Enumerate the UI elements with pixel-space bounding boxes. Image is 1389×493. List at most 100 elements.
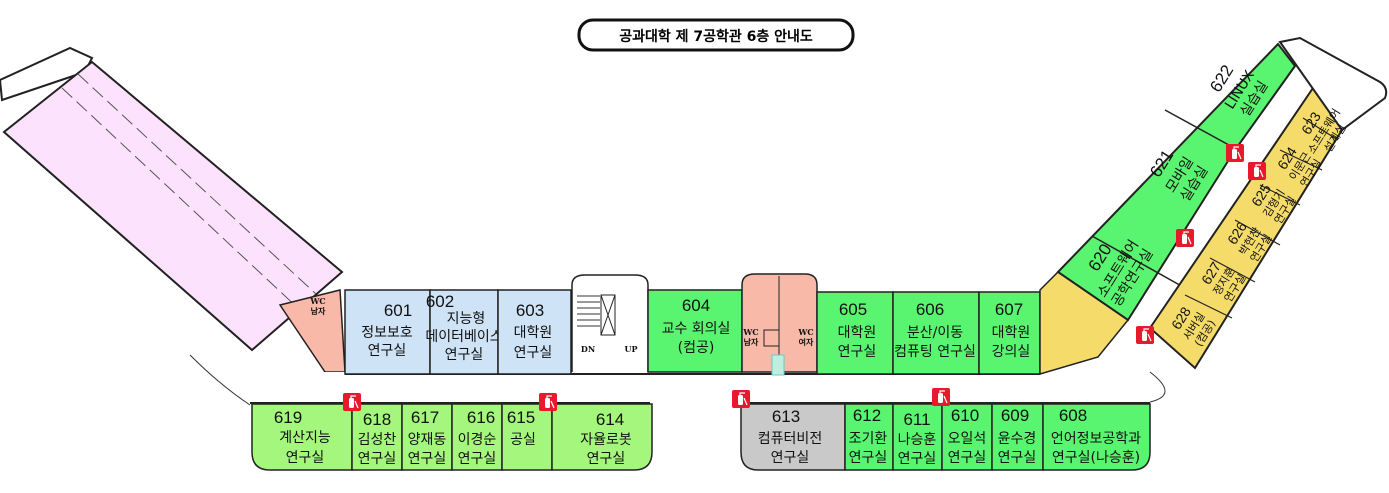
svg-text:617: 617: [411, 408, 439, 427]
svg-text:615: 615: [507, 408, 535, 427]
svg-text:601: 601: [384, 301, 412, 320]
svg-text:남자: 남자: [311, 306, 326, 316]
svg-text:남자: 남자: [744, 337, 759, 347]
fire-extinguisher-icon: [932, 388, 950, 406]
svg-text:연구실: 연구실: [445, 347, 484, 363]
svg-text:컴퓨팅 연구실: 컴퓨팅 연구실: [894, 344, 976, 360]
svg-text:606: 606: [916, 300, 944, 319]
room-608: 608 언어정보공학과 연구실(나승훈): [1042, 403, 1151, 471]
svg-text:연구실: 연구실: [898, 451, 937, 467]
svg-text:604: 604: [682, 296, 710, 315]
left-wing-hall: [2, 60, 344, 352]
svg-text:분산/이동: 분산/이동: [907, 325, 963, 341]
svg-text:강의실: 강의실: [992, 344, 1031, 360]
fire-extinguisher-icon: [732, 390, 750, 408]
stairwell: DN UP: [571, 274, 649, 372]
room-601: 601 정보보호 연구실: [344, 289, 431, 375]
yellow-lobby: [1039, 271, 1130, 376]
svg-text:계산지능: 계산지능: [279, 430, 331, 446]
svg-text:연구실: 연구실: [998, 450, 1037, 466]
svg-text:오일석: 오일석: [948, 431, 987, 447]
svg-text:연구실: 연구실: [458, 451, 497, 467]
room-614: 614 자율로봇 연구실: [551, 403, 653, 471]
room-616: 616 이경순 연구실: [451, 403, 503, 471]
room-618: 618 김성찬 연구실: [351, 403, 403, 471]
fire-extinguishers: [343, 144, 1266, 411]
svg-text:공과대학 제 7공학관 6층 안내도: 공과대학 제 7공학관 6층 안내도: [619, 28, 813, 45]
fire-extinguisher-icon: [343, 393, 361, 411]
svg-text:조기환: 조기환: [849, 431, 888, 447]
wc-male-left: WC 남자: [278, 289, 346, 373]
svg-text:윤수경: 윤수경: [998, 431, 1037, 447]
fire-extinguisher-icon: [1226, 144, 1244, 162]
svg-text:연구실: 연구실: [286, 450, 325, 466]
svg-text:연구실: 연구실: [368, 343, 407, 359]
fire-extinguisher-icon: [1136, 326, 1154, 344]
svg-text:연구실: 연구실: [771, 450, 810, 466]
svg-text:정보보호: 정보보호: [361, 325, 413, 341]
left-wing-building: [0, 46, 344, 406]
svg-text:607: 607: [995, 300, 1023, 319]
room-617: 617 양재동 연구실: [401, 403, 453, 471]
svg-text:(컴공): (컴공): [678, 340, 715, 356]
svg-text:연구실: 연구실: [948, 450, 987, 466]
svg-text:언어정보공학과: 언어정보공학과: [1051, 431, 1141, 447]
room-604: 604 교수 회의실 (컴공): [647, 289, 743, 373]
svg-text:612: 612: [853, 406, 881, 425]
room-606: 606 분산/이동 컴퓨팅 연구실: [892, 291, 980, 375]
room-602: 602 지능형 데이터베이스 연구실: [425, 289, 503, 375]
room-607: 607 대학원 강의실: [978, 291, 1041, 375]
svg-text:WC: WC: [309, 296, 325, 306]
svg-text:교수 회의실: 교수 회의실: [662, 321, 731, 337]
svg-text:지능형: 지능형: [447, 311, 486, 327]
svg-text:613: 613: [772, 407, 800, 426]
room-611: 611 나승훈 연구실: [892, 403, 943, 471]
svg-text:UP: UP: [625, 344, 638, 354]
svg-text:자율로봇: 자율로봇: [580, 432, 632, 448]
svg-text:나승훈: 나승훈: [898, 432, 937, 448]
fire-extinguisher-icon: [1248, 162, 1266, 180]
svg-text:대학원: 대학원: [838, 325, 877, 341]
room-610: 610 오일석 연구실: [941, 403, 993, 471]
room-613: 613 컴퓨터비전 연구실: [740, 403, 846, 471]
svg-text:컴퓨터비전: 컴퓨터비전: [758, 431, 822, 447]
svg-text:605: 605: [839, 300, 867, 319]
fire-extinguisher-icon: [539, 393, 557, 411]
svg-text:이경순: 이경순: [458, 432, 497, 448]
room-619: 619 계산지능 연구실: [251, 403, 353, 471]
svg-text:연구실: 연구실: [587, 451, 626, 467]
water-dispenser-icon: [771, 354, 785, 376]
svg-text:602: 602: [426, 292, 454, 311]
svg-text:연구실: 연구실: [358, 451, 397, 467]
svg-text:611: 611: [903, 410, 930, 429]
svg-text:608: 608: [1059, 406, 1087, 425]
svg-text:614: 614: [596, 410, 624, 429]
svg-text:616: 616: [467, 408, 495, 427]
svg-text:연구실: 연구실: [849, 450, 888, 466]
room-605: 605 대학원 연구실: [816, 291, 894, 375]
svg-text:대학원: 대학원: [992, 325, 1031, 341]
wc-center: WC 남자 WC 여자: [741, 273, 818, 373]
room-615: 615 공실: [501, 403, 553, 471]
svg-text:603: 603: [516, 301, 544, 320]
room-609: 609 윤수경 연구실: [991, 403, 1044, 471]
floor-title: 공과대학 제 7공학관 6층 안내도: [577, 18, 855, 52]
svg-text:김성찬: 김성찬: [358, 432, 397, 448]
right-stair-cap: [1278, 36, 1388, 132]
svg-text:여자: 여자: [799, 337, 814, 347]
svg-text:609: 609: [1001, 406, 1029, 425]
svg-text:610: 610: [951, 406, 979, 425]
room-603: 603 대학원 연구실: [497, 289, 572, 375]
svg-text:데이터베이스: 데이터베이스: [425, 329, 502, 345]
svg-text:공실: 공실: [510, 432, 536, 448]
svg-text:DN: DN: [581, 344, 595, 354]
svg-text:619: 619: [274, 408, 302, 427]
room-612: 612 조기환 연구실: [844, 403, 894, 471]
svg-text:연구실: 연구실: [514, 345, 553, 361]
svg-text:양재동: 양재동: [408, 432, 447, 448]
svg-text:WC: WC: [742, 327, 758, 337]
svg-text:연구실: 연구실: [838, 344, 877, 360]
svg-text:618: 618: [363, 410, 391, 429]
svg-text:대학원: 대학원: [514, 325, 553, 341]
